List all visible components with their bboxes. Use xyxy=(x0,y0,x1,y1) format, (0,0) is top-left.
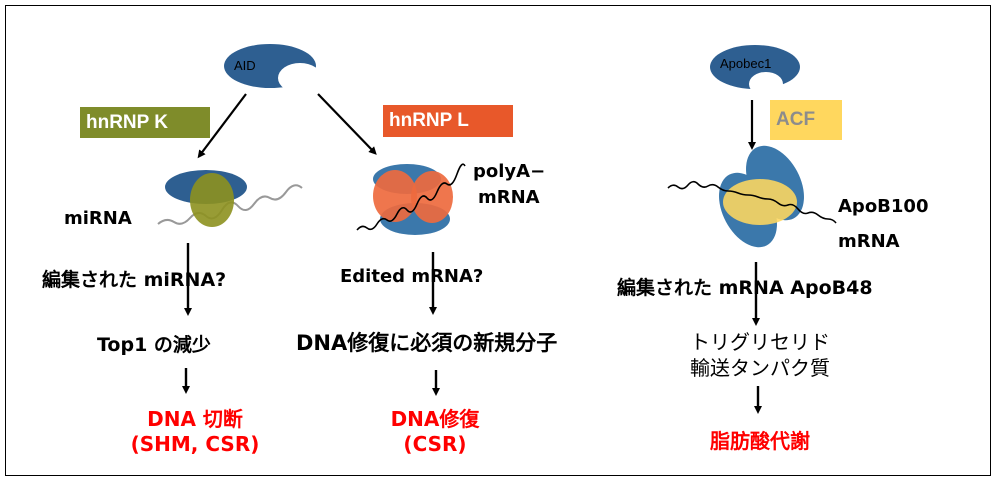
aid-protein xyxy=(224,44,322,93)
apob100-label-line2: mRNA xyxy=(838,231,900,252)
arrow-aid-to-hnrnpl xyxy=(317,93,377,155)
apobec1-label: Apobec1 xyxy=(720,56,772,71)
dna-break-text: DNA 切断 xyxy=(147,407,243,431)
aid-label: AID xyxy=(234,58,256,73)
edited-mrna-text: Edited mRNA? xyxy=(340,266,484,287)
acf-apob100-complex xyxy=(667,145,837,248)
polya-label-line2: mRNA xyxy=(478,187,540,208)
apobec1-protein xyxy=(710,45,800,96)
apob100-label-line1: ApoB100 xyxy=(838,196,929,217)
acf-label: ACF xyxy=(770,100,842,140)
polya-label-line1: polyA− xyxy=(473,161,546,182)
hnrnp-l-label: hnRNP L xyxy=(383,105,513,137)
edited-apob48-text: 編集された mRNA ApoB48 xyxy=(617,277,873,299)
hnrnpl-polya-mrna-complex xyxy=(356,163,466,235)
hnrnp-k-label: hnRNP K xyxy=(80,107,210,138)
figure-border xyxy=(5,5,991,476)
hnrnpk-mirna-complex xyxy=(157,170,303,227)
top1-decrease-text: Top1 の減少 xyxy=(97,334,211,356)
mirna-label: miRNA xyxy=(64,208,132,229)
csr-text: (CSR) xyxy=(403,432,467,456)
transport-protein-text: 輸送タンパク質 xyxy=(690,356,830,380)
triglyceride-text: トリグリセリド xyxy=(690,330,830,354)
dna-repair-molecule-text: DNA修復に必須の新規分子 xyxy=(296,331,558,355)
dna-repair-text: DNA修復 xyxy=(390,407,480,431)
shm-csr-text: (SHM, CSR) xyxy=(130,432,260,456)
edited-mirna-text: 編集された miRNA? xyxy=(42,269,227,291)
arrow-aid-to-hnrnpk xyxy=(197,93,247,159)
fatty-acid-metabolism-text: 脂肪酸代謝 xyxy=(710,429,810,453)
